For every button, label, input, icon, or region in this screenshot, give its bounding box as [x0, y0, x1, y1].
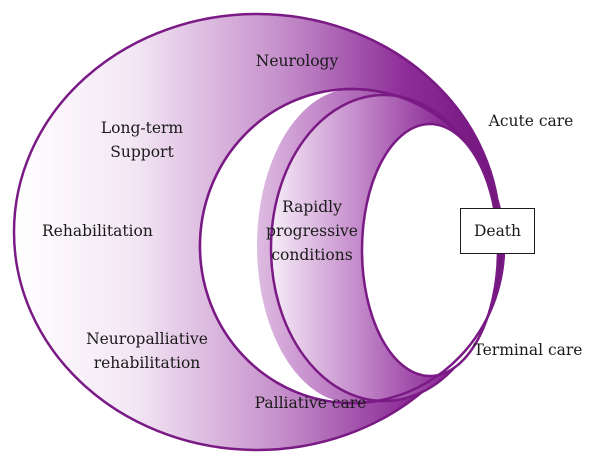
label-rehabilitation: Rehabilitation [42, 222, 153, 240]
label-rapidly-line-2: progressive [266, 222, 358, 240]
death-box: Death [460, 208, 535, 254]
label-neuropalliative-line-2: rehabilitation [93, 354, 201, 372]
label-rapidly-progressive-conditions: Rapidly progressive conditions [257, 198, 367, 265]
label-long-term-line-2: Support [110, 143, 174, 161]
label-neuropalliative-line-1: Neuropalliative [86, 330, 208, 348]
label-neuropalliative-rehabilitation: Neuropalliative rehabilitation [82, 330, 212, 373]
palliative-white-region [200, 89, 352, 403]
label-rapidly-line-3: conditions [271, 246, 353, 264]
label-palliative-care: Palliative care [254, 394, 367, 412]
label-terminal-care: Terminal care [473, 341, 583, 359]
label-death: Death [473, 221, 522, 240]
label-rapidly-line-1: Rapidly [282, 198, 342, 216]
label-acute-care: Acute care [488, 112, 574, 130]
label-long-term-support: Long-term Support [92, 119, 192, 162]
label-long-term-line-1: Long-term [100, 119, 184, 137]
label-neurology: Neurology [255, 52, 339, 70]
